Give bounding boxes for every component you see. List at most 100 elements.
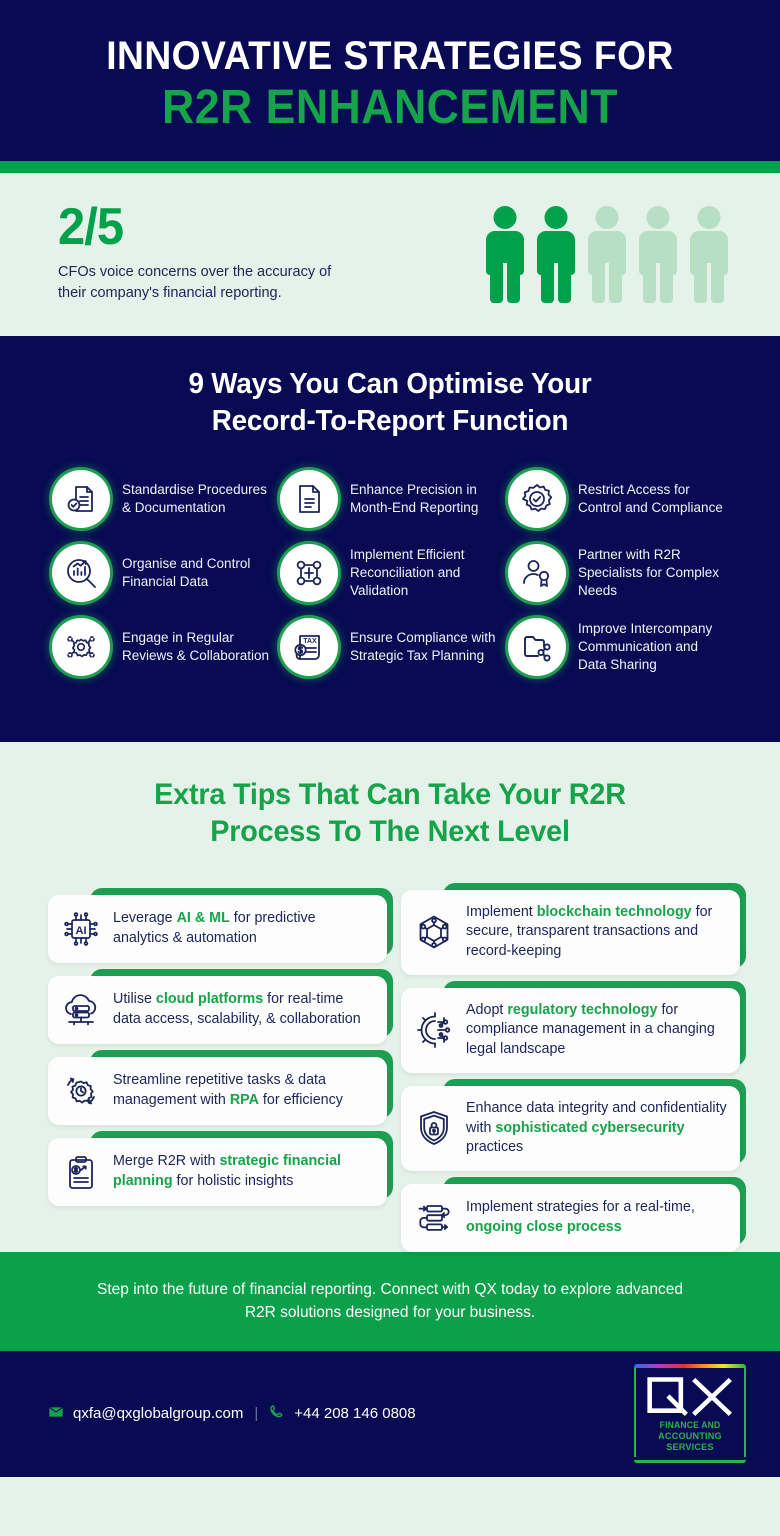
stat-fraction: 2/5 <box>58 197 124 256</box>
footer-phone-text: +44 208 146 0808 <box>294 1405 416 1423</box>
person-badge-icon <box>508 543 566 602</box>
header-divider <box>0 160 780 173</box>
person-icon <box>588 205 626 303</box>
person-icon <box>639 205 677 303</box>
tip-card-text: Merge R2R with strategic financial plann… <box>113 1152 342 1189</box>
tip-card: AI Leverage AI & ML for predictive analyt… <box>48 887 393 963</box>
logo-box: FINANCE AND ACCOUNTING SERVICES <box>634 1368 746 1457</box>
phone-icon <box>269 1404 285 1424</box>
tip-card-face: Streamline repetitive tasks & data manag… <box>48 1056 387 1125</box>
way-item: Engage in Regular Reviews & Collaboratio… <box>52 617 274 676</box>
tip-card-face: Merge R2R with strategic financial plann… <box>48 1137 387 1206</box>
tip-card: Enhance data integrity and confidentiali… <box>401 1078 746 1172</box>
tip-card-text: Adopt regulatory technology for complian… <box>466 1001 715 1058</box>
way-item-label: Ensure Compliance with Strategic Tax Pla… <box>350 629 496 663</box>
tip-card-text: Leverage AI & ML for predictive analytic… <box>113 909 316 946</box>
way-item-label: Standardise Procedures & Documentation <box>122 481 267 515</box>
footer-phone[interactable]: +44 208 146 0808 <box>269 1404 416 1424</box>
tip-card-text: Streamline repetitive tasks & data manag… <box>113 1071 343 1108</box>
footer: qxfa@qxglobalgroup.com | +44 208 146 080… <box>0 1350 780 1477</box>
person-icon <box>537 205 575 303</box>
tip-card-text: Utilise cloud platforms for real-time da… <box>113 990 361 1027</box>
way-item-label: Engage in Regular Reviews & Collaboratio… <box>122 629 270 663</box>
tip-card-text: Implement blockchain technology for secu… <box>466 903 713 959</box>
ai-chip-icon: AI <box>60 908 102 950</box>
tip-card: Merge R2R with strategic financial plann… <box>48 1130 393 1206</box>
footer-contacts: qxfa@qxglobalgroup.com | +44 208 146 080… <box>48 1404 416 1424</box>
way-item: Improve Intercompany Communication and D… <box>508 617 730 676</box>
footer-email-text: qxfa@qxglobalgroup.com <box>73 1405 244 1423</box>
regtech-gear-icon <box>413 1009 455 1051</box>
way-item: Organise and Control Financial Data <box>52 543 274 602</box>
way-item-label: Enhance Precision in Month-End Reporting <box>350 481 479 515</box>
clipboard-dollar-icon <box>60 1151 102 1193</box>
folder-share-icon <box>508 617 566 676</box>
people-pictogram <box>486 205 728 303</box>
logo-gradient-bar <box>634 1364 746 1369</box>
tip-card-face: Implement strategies for a real-time, on… <box>401 1184 740 1253</box>
qx-logo[interactable]: FINANCE AND ACCOUNTING SERVICES <box>634 1364 746 1463</box>
way-item-label: Partner with R2R Specialists for Complex… <box>578 547 720 598</box>
gear-clock-icon <box>60 1070 102 1112</box>
footer-email[interactable]: qxfa@qxglobalgroup.com <box>48 1404 243 1424</box>
way-item: TAX Ensure Compliance with Strategic Tax … <box>280 617 502 676</box>
tips-column-left: AI Leverage AI & ML for predictive analyt… <box>48 887 393 1252</box>
header-banner: INNOVATIVE STRATEGIES FOR R2R ENHANCEMEN… <box>0 0 780 161</box>
logo-subtitle-line1: FINANCE AND <box>659 1420 721 1431</box>
way-item: Standardise Procedures & Documentation <box>52 469 274 528</box>
tip-card: Adopt regulatory technology for complian… <box>401 980 746 1073</box>
logo-bottom-bar <box>634 1459 746 1463</box>
gear-collaboration-icon <box>52 617 110 676</box>
tip-card: Utilise cloud platforms for real-time da… <box>48 968 393 1044</box>
tip-card: Implement strategies for a real-time, on… <box>401 1177 746 1253</box>
gear-check-icon <box>508 469 566 528</box>
way-item: Enhance Precision in Month-End Reporting <box>280 469 502 528</box>
nine-ways-title: 9 Ways You Can Optimise Your Record-To-R… <box>42 366 737 440</box>
header-title-line2: R2R ENHANCEMENT <box>162 80 618 134</box>
tip-card-text: Enhance data integrity and confidentiali… <box>466 1099 727 1156</box>
blockchain-cube-icon <box>413 911 455 953</box>
header-title-line1: INNOVATIVE STRATEGIES FOR <box>106 34 674 78</box>
extra-tips-title: Extra Tips That Can Take Your R2R Proces… <box>16 776 765 851</box>
extra-tips-grid: AI Leverage AI & ML for predictive analyt… <box>0 851 780 1253</box>
cloud-server-icon <box>60 989 102 1031</box>
document-lines-icon <box>280 469 338 528</box>
tip-card-face: Utilise cloud platforms for real-time da… <box>48 975 387 1044</box>
footer-separator: | <box>254 1405 259 1423</box>
extra-tips-title-line1: Extra Tips That Can Take Your R2R <box>154 777 626 811</box>
way-item: Partner with R2R Specialists for Complex… <box>508 543 730 602</box>
shield-lock-icon <box>413 1107 455 1149</box>
stat-band: 2/5 CFOs voice concerns over the accurac… <box>0 172 780 336</box>
extra-tips-section: Extra Tips That Can Take Your R2R Proces… <box>0 741 780 1253</box>
network-nodes-icon <box>280 543 338 602</box>
nine-ways-title-line2: Record-To-Report Function <box>211 404 569 437</box>
tips-column-right: Implement blockchain technology for secu… <box>401 882 746 1253</box>
svg-text:TAX: TAX <box>303 638 317 645</box>
tip-card-text: Implement strategies for a real-time, on… <box>466 1199 695 1236</box>
tip-card-face: Implement blockchain technology for secu… <box>401 889 740 975</box>
way-item-label: Restrict Access for Control and Complian… <box>578 481 723 515</box>
person-icon <box>690 205 728 303</box>
tip-card-face: Adopt regulatory technology for complian… <box>401 987 740 1073</box>
tip-card-face: Enhance data integrity and confidentiali… <box>401 1085 740 1172</box>
nine-ways-section: 9 Ways You Can Optimise Your Record-To-R… <box>0 335 780 742</box>
tip-card-face: AI Leverage AI & ML for predictive analyt… <box>48 894 387 963</box>
cta-banner: Step into the future of financial report… <box>0 1252 780 1351</box>
magnifier-chart-icon <box>52 543 110 602</box>
nine-ways-title-line1: 9 Ways You Can Optimise Your <box>188 367 592 400</box>
way-item-label: Organise and Control Financial Data <box>122 555 251 589</box>
way-item-label: Improve Intercompany Communication and D… <box>578 621 713 672</box>
tip-card: Streamline repetitive tasks & data manag… <box>48 1049 393 1125</box>
logo-wordmark <box>640 1374 740 1418</box>
way-item-label: Implement Efficient Reconciliation and V… <box>350 547 465 598</box>
logo-subtitle-line2: ACCOUNTING SERVICES <box>658 1431 722 1454</box>
stat-text-block: 2/5 CFOs voice concerns over the accurac… <box>58 201 358 307</box>
svg-text:AI: AI <box>76 925 87 937</box>
envelope-icon <box>48 1404 64 1424</box>
way-item: Restrict Access for Control and Complian… <box>508 469 730 528</box>
stat-caption: CFOs voice concerns over the accuracy of… <box>58 263 332 301</box>
process-flow-icon <box>413 1197 455 1239</box>
document-check-icon <box>52 469 110 528</box>
